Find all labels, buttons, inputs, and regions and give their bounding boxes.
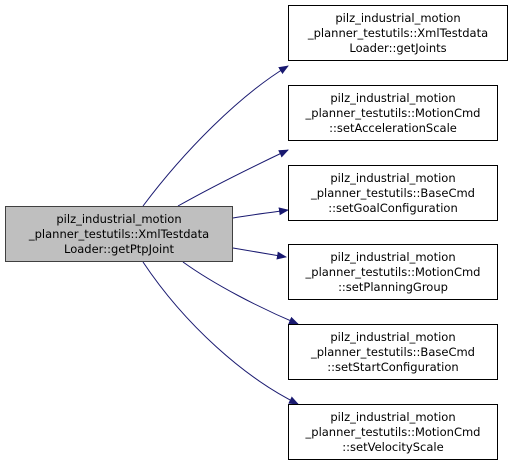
node-label-line: _planner_testutils::BaseCmd [311,344,475,359]
node-label-line: ::setPlanningGroup [338,279,448,294]
node-setaccelerationscale[interactable]: pilz_industrial_motion _planner_testutil… [288,85,498,141]
edge-to-setaccelerationscale [177,149,289,207]
edge-to-setvelocityscale [142,261,299,405]
node-label-line: pilz_industrial_motion [56,211,182,226]
node-label-line: Loader::getPtpJoint [64,241,174,256]
node-setgoalconfiguration[interactable]: pilz_industrial_motion _planner_testutil… [288,165,498,221]
node-label-line: ::setAccelerationScale [329,120,457,135]
node-label-line: pilz_industrial_motion [330,90,456,105]
node-label-line: _planner_testutils::MotionCmd [305,264,481,279]
edge-to-setplanninggroup [232,247,287,260]
edge-to-setstartconfiguration [182,261,299,325]
node-label-line: Loader::getJoints [349,40,447,55]
node-setvelocityscale[interactable]: pilz_industrial_motion _planner_testutil… [288,404,498,460]
node-label-line: pilz_industrial_motion [330,249,456,264]
node-label-line: pilz_industrial_motion [330,409,456,424]
node-getjoints[interactable]: pilz_industrial_motion _planner_testutil… [288,5,508,61]
node-label-line: ::setVelocityScale [342,439,444,454]
node-label-line: _planner_testutils::MotionCmd [305,105,481,120]
edge-to-getjoints [142,65,289,207]
node-setstartconfiguration[interactable]: pilz_industrial_motion _planner_testutil… [288,324,498,380]
node-label-line: _planner_testutils::XmlTestdata [307,25,489,40]
node-setplanninggroup[interactable]: pilz_industrial_motion _planner_testutil… [288,244,498,300]
node-label-line: ::setStartConfiguration [327,359,459,374]
node-label-line: _planner_testutils::MotionCmd [305,424,481,439]
node-label-line: pilz_industrial_motion [335,10,461,25]
node-label-line: _planner_testutils::XmlTestdata [28,226,210,241]
node-label-line: ::setGoalConfiguration [328,200,458,215]
node-label-line: pilz_industrial_motion [330,170,456,185]
edge-to-setgoalconfiguration [232,207,289,219]
node-label-line: pilz_industrial_motion [330,329,456,344]
node-getptpjoint[interactable]: pilz_industrial_motion _planner_testutil… [5,206,233,262]
node-label-line: _planner_testutils::BaseCmd [311,185,475,200]
